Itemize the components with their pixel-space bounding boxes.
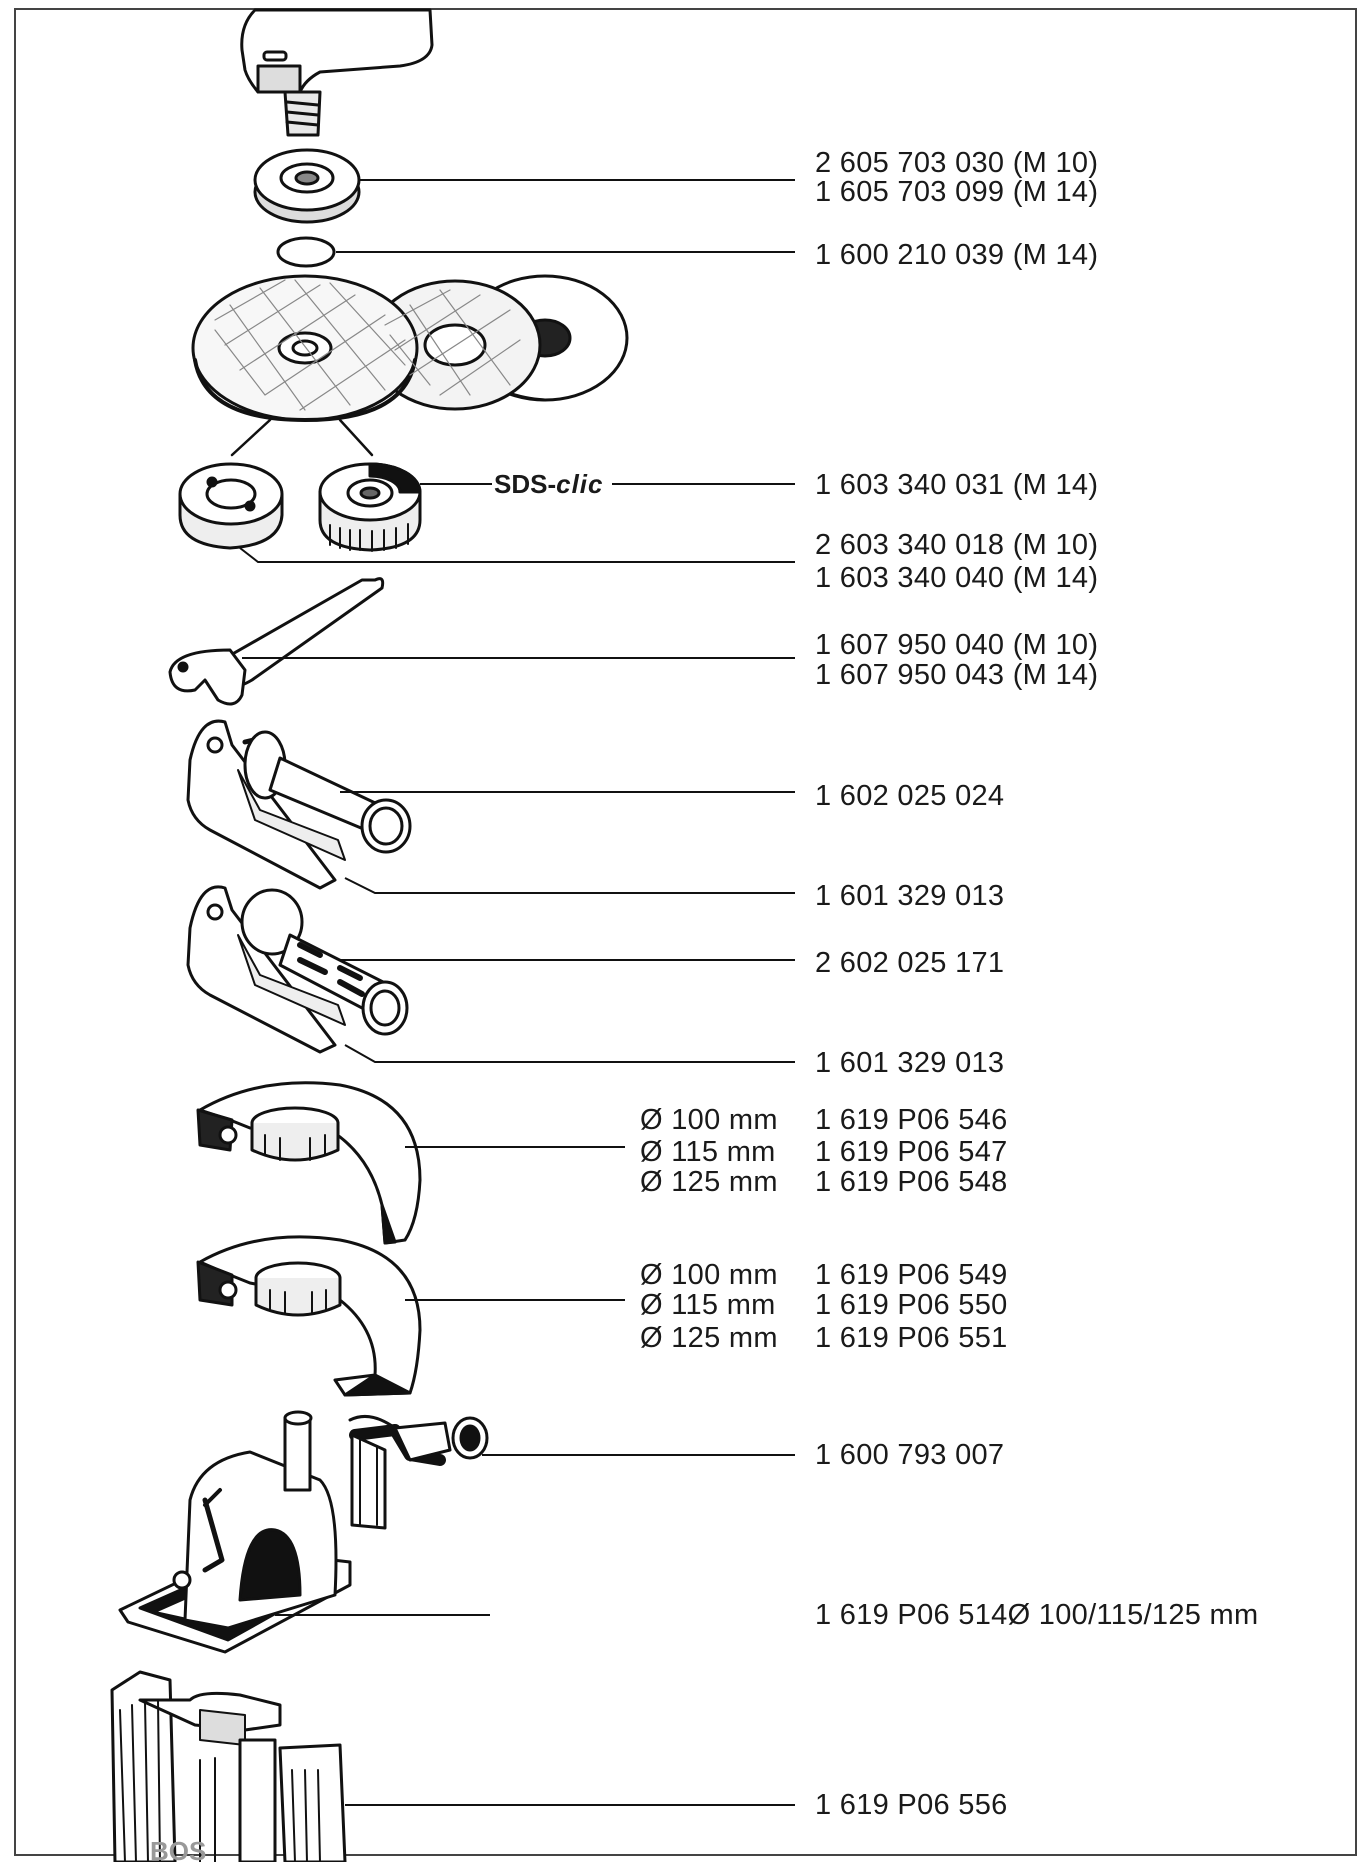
clamping-nut-illustration bbox=[178, 462, 284, 550]
o-ring-illustration bbox=[276, 236, 336, 268]
sds-clic-label: SDS-clic bbox=[494, 470, 604, 498]
side-handle-1-illustration bbox=[186, 719, 412, 890]
page-frame bbox=[14, 8, 1357, 1856]
part-number-wrench-m14: 1 607 950 043 (M 14) bbox=[815, 659, 1099, 691]
part-number-flange-m10: 2 605 703 030 (M 10) bbox=[815, 147, 1099, 179]
part-number-bracket-2: 1 601 329 013 bbox=[815, 1047, 1005, 1079]
part-number-clamping-nut-m10: 2 603 340 018 (M 10) bbox=[815, 529, 1099, 561]
part-number-handle-1: 1 602 025 024 bbox=[815, 780, 1005, 812]
part-number-guard-2-100: 1 619 P06 549 bbox=[815, 1259, 1008, 1291]
part-number-extraction-hose: 1 600 793 007 bbox=[815, 1439, 1005, 1471]
diameter-guard-1-100: Ø 100 mm bbox=[640, 1104, 778, 1136]
cutting-guide-illustration bbox=[118, 1410, 489, 1654]
part-number-o-ring: 1 600 210 039 (M 14) bbox=[815, 239, 1099, 271]
part-number-guard-1-115: 1 619 P06 547 bbox=[815, 1136, 1008, 1168]
part-number-cutting-guide: 1 619 P06 514Ø 100/115/125 mm bbox=[815, 1599, 1259, 1631]
side-handle-2-illustration bbox=[186, 885, 409, 1054]
part-number-guard-1-100: 1 619 P06 546 bbox=[815, 1104, 1008, 1136]
sds-clic-nut-illustration bbox=[318, 462, 422, 552]
diameter-guard-2-100: Ø 100 mm bbox=[640, 1259, 778, 1291]
part-number-clamping-nut-m14: 1 603 340 040 (M 14) bbox=[815, 562, 1099, 594]
protective-guard-1-illustration bbox=[196, 1081, 422, 1245]
diameter-guard-2-125: Ø 125 mm bbox=[640, 1322, 778, 1354]
grinder-head-illustration bbox=[240, 8, 434, 137]
part-number-guard-2-115: 1 619 P06 550 bbox=[815, 1289, 1008, 1321]
part-number-carrying-case: 1 619 P06 556 bbox=[815, 1789, 1008, 1821]
protective-guard-2-illustration bbox=[196, 1235, 422, 1397]
part-number-wrench-m10: 1 607 950 040 (M 10) bbox=[815, 629, 1099, 661]
part-number-handle-2: 2 602 025 171 bbox=[815, 947, 1005, 979]
diameter-guard-1-115: Ø 115 mm bbox=[640, 1136, 776, 1168]
leader-lines bbox=[239, 179, 795, 1806]
sds-label-suffix: clic bbox=[556, 469, 604, 499]
pin-wrench-illustration bbox=[168, 577, 385, 706]
diameter-guard-1-125: Ø 125 mm bbox=[640, 1166, 778, 1198]
sds-label-prefix: SDS- bbox=[494, 469, 557, 499]
part-number-guard-1-125: 1 619 P06 548 bbox=[815, 1166, 1008, 1198]
disc-mesh-pattern bbox=[214, 279, 521, 411]
part-number-bracket-1: 1 601 329 013 bbox=[815, 880, 1005, 912]
flange-illustration bbox=[253, 148, 361, 224]
part-number-flange-m14: 1 605 703 099 (M 14) bbox=[815, 176, 1099, 208]
part-number-sds-clic-nut: 1 603 340 031 (M 14) bbox=[815, 469, 1099, 501]
grinding-discs-illustration bbox=[191, 274, 629, 422]
svg-text:BOS: BOS bbox=[150, 1836, 206, 1862]
part-number-guard-2-125: 1 619 P06 551 bbox=[815, 1322, 1008, 1354]
carrying-case-illustration: BOS bbox=[110, 1670, 347, 1862]
diameter-guard-2-115: Ø 115 mm bbox=[640, 1289, 776, 1321]
